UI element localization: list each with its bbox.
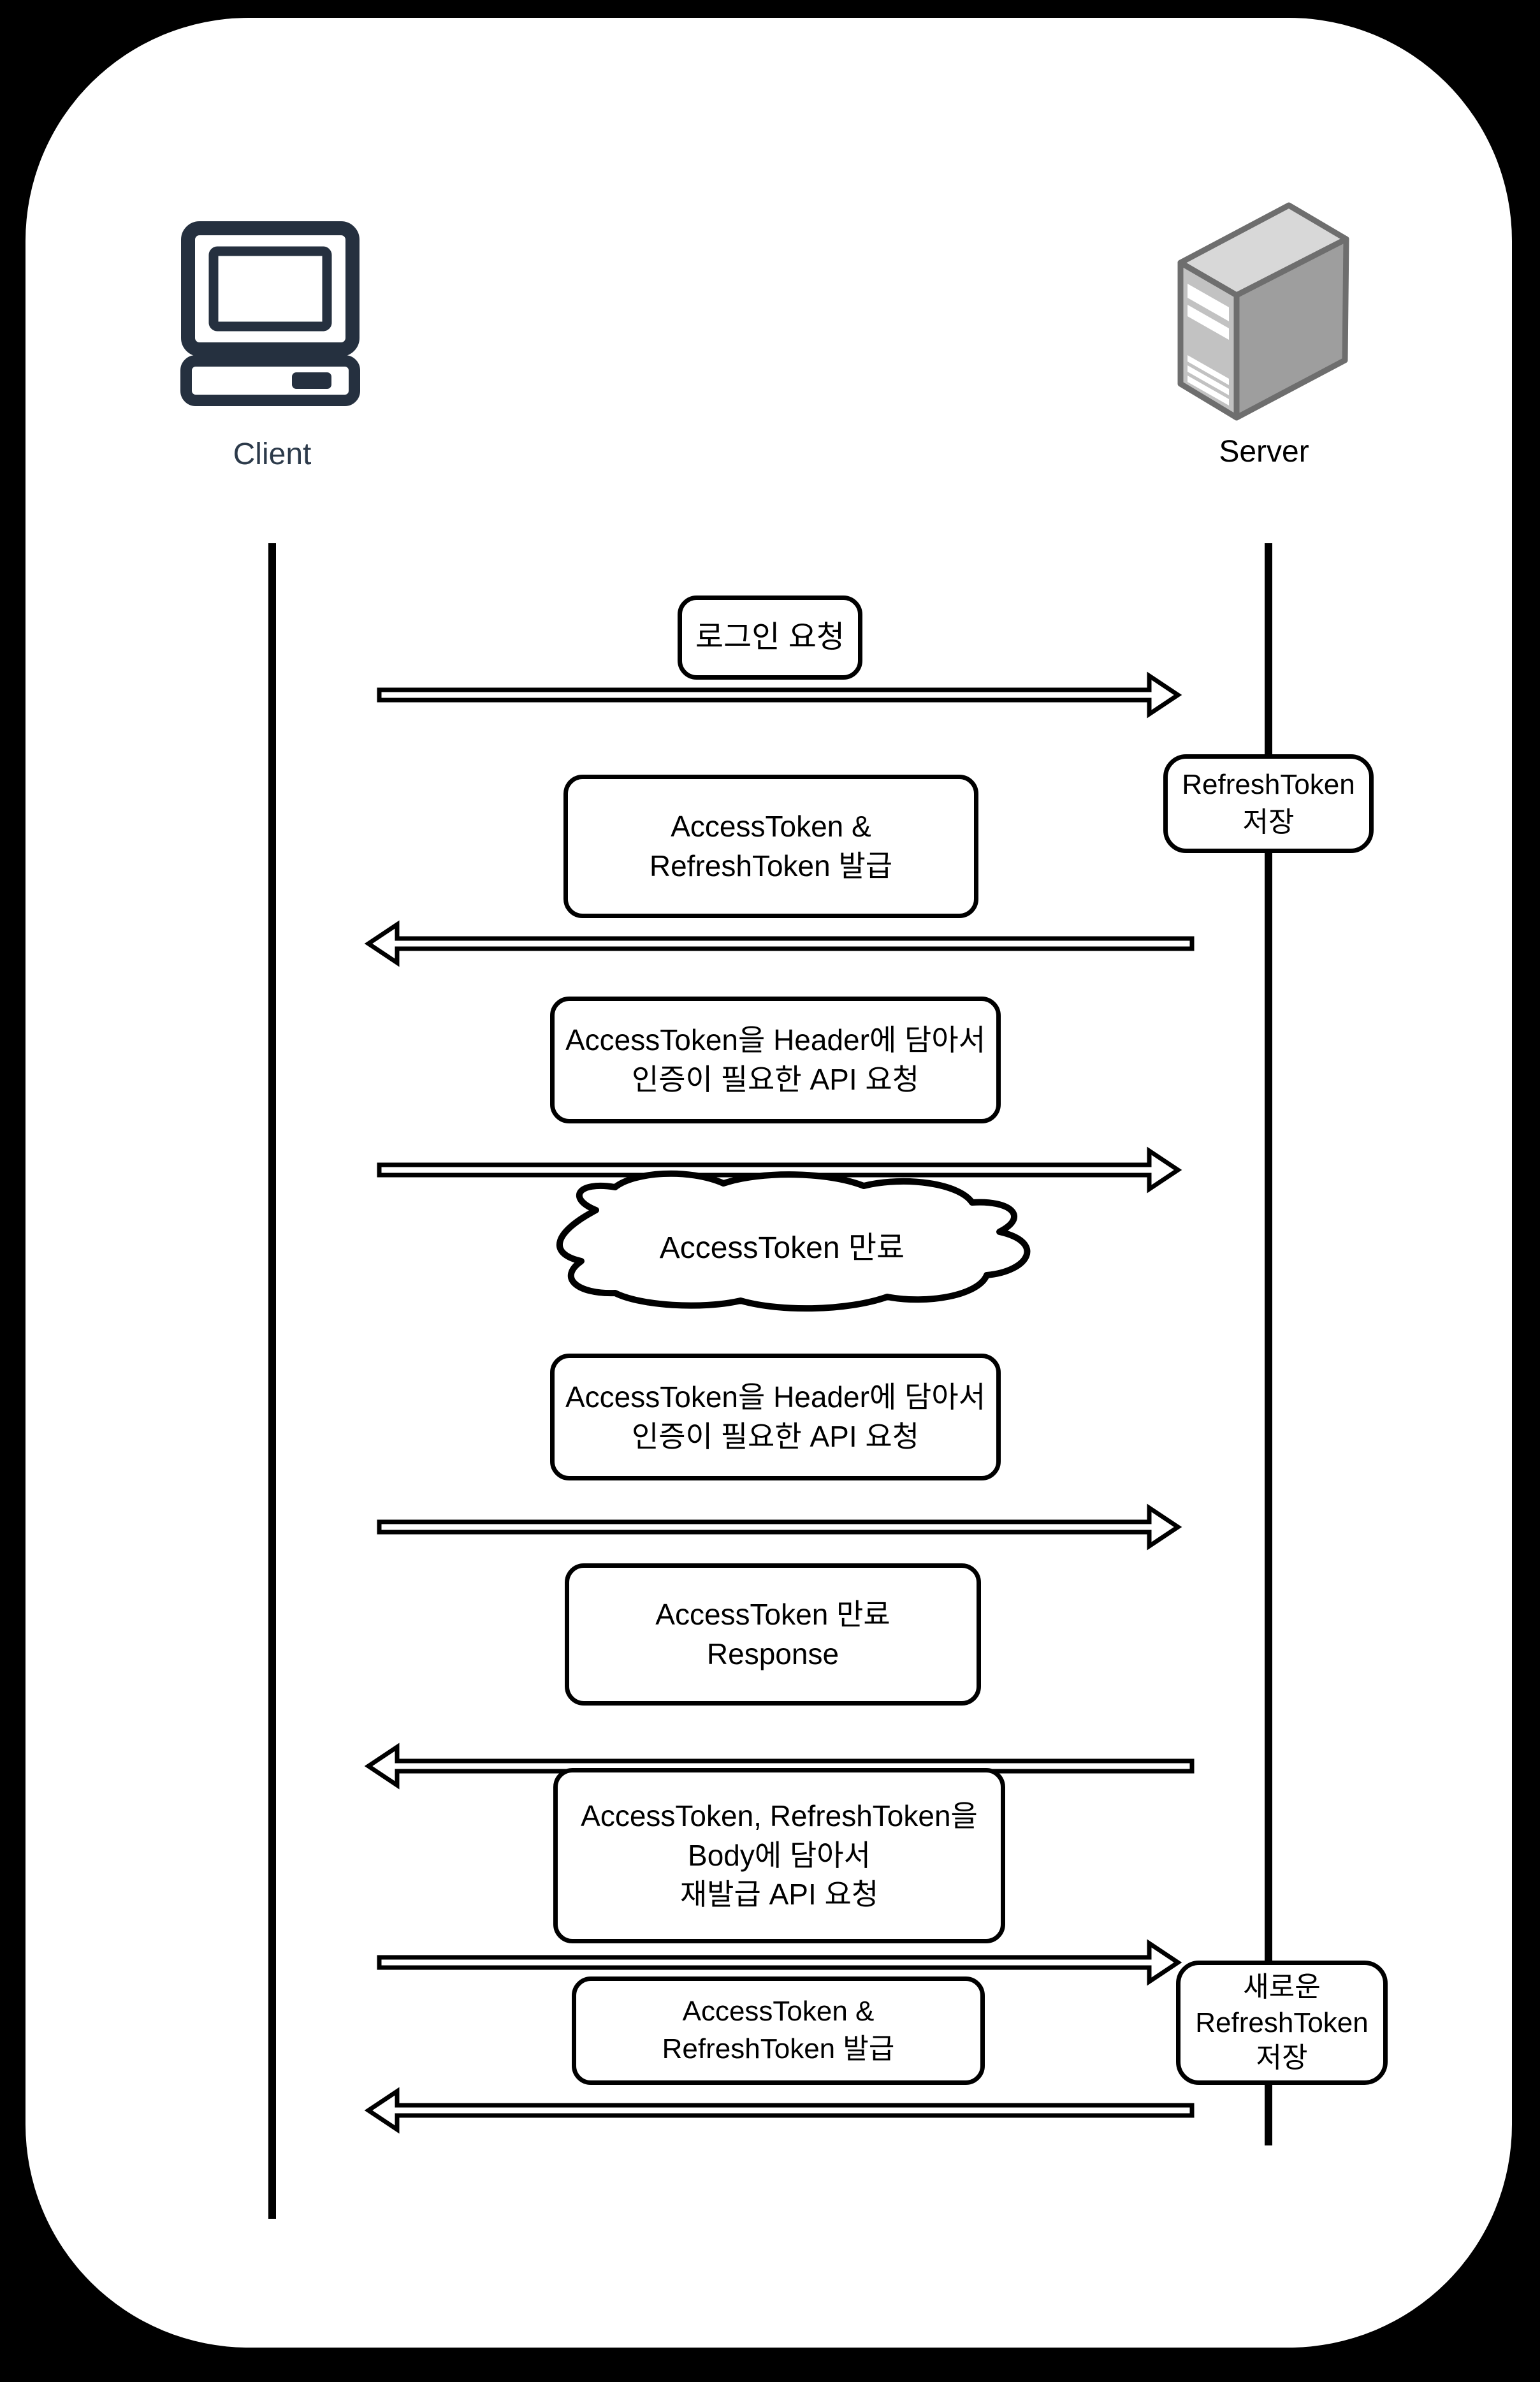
message-arrow-left-5 [364, 1743, 1195, 1790]
cloud-shape [556, 1170, 1031, 1312]
message-arrow-right-1 [377, 671, 1182, 719]
note-line: 새로운 [1243, 1971, 1321, 2003]
message-box-api-request-2: AccessToken을 Header에 담아서 인증이 필요한 API 요청 [550, 1354, 1001, 1480]
client-actor-label: Client [233, 437, 312, 471]
message-box-token-issue: AccessToken & RefreshToken 발급 [563, 775, 978, 918]
message-line: AccessToken, RefreshToken을 [581, 1799, 978, 1833]
message-line: Body에 담아서 [688, 1838, 871, 1872]
server-tower-icon [1177, 202, 1349, 421]
message-line: AccessToken을 Header에 담아서 [565, 1023, 986, 1056]
message-arrow-left-7 [364, 2087, 1195, 2134]
server-actor-label: Server [1219, 434, 1309, 469]
note-line: 저장 [1242, 806, 1295, 838]
message-line: 재발급 API 요청 [679, 1878, 879, 1911]
cloud-note-label: AccessToken 만료 [659, 1231, 905, 1265]
message-line: RefreshToken 발급 [649, 849, 893, 882]
message-box-token-expired-response: AccessToken 만료 Response [565, 1563, 981, 1706]
message-arrow-right-3 [377, 1146, 1182, 1194]
message-line: 인증이 필요한 API 요청 [631, 1062, 920, 1096]
server-note-refreshtoken-save: RefreshToken 저장 [1163, 754, 1374, 853]
message-box-token-reissue: AccessToken & RefreshToken 발급 [572, 1976, 985, 2085]
note-line: 저장 [1256, 2042, 1308, 2074]
message-box-login-request: 로그인 요청 [678, 596, 862, 680]
server-note-new-refreshtoken-save: 새로운 RefreshToken 저장 [1176, 1961, 1388, 2085]
message-box-reissue-request: AccessToken, RefreshToken을 Body에 담아서 재발급… [553, 1768, 1005, 1943]
note-line: RefreshToken [1195, 2006, 1369, 2038]
message-arrow-right-4 [377, 1503, 1182, 1551]
message-line: 인증이 필요한 API 요청 [631, 1419, 920, 1453]
note-line: RefreshToken [1182, 768, 1355, 800]
message-box-api-request-1: AccessToken을 Header에 담아서 인증이 필요한 API 요청 [550, 997, 1001, 1123]
message-line: AccessToken 만료 [655, 1597, 890, 1631]
message-line: AccessToken & [682, 1996, 875, 2028]
message-line: AccessToken & [671, 809, 871, 843]
message-line: Response [706, 1637, 839, 1670]
server-front-slats [1188, 284, 1229, 406]
desktop-computer-icon [180, 221, 360, 406]
message-arrow-right-6 [377, 1939, 1182, 1986]
message-line: 로그인 요청 [695, 620, 845, 654]
message-line: RefreshToken 발급 [662, 2033, 895, 2064]
message-arrow-left-2 [364, 920, 1195, 967]
message-line: AccessToken을 Header에 담아서 [565, 1380, 986, 1414]
